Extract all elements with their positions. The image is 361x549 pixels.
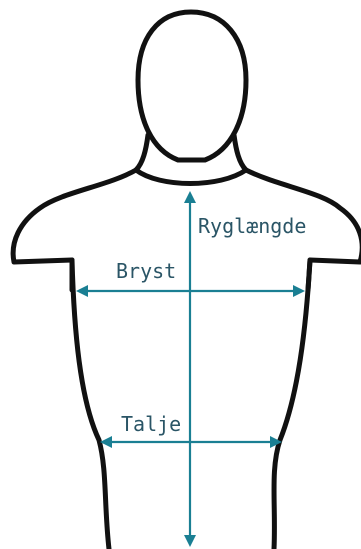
chest-label: Bryst [116, 259, 176, 283]
waist-label: Talje [121, 412, 181, 436]
back-length-label: Ryglængde [198, 214, 306, 238]
torso-left-outline [13, 170, 136, 549]
head-outline [138, 12, 246, 160]
neckline-outline [136, 170, 246, 184]
back-length-arrow-bottom [184, 535, 196, 547]
chest-arrow-left [76, 285, 88, 297]
back-length-arrow-top [184, 191, 196, 203]
back-length-measurement [184, 191, 196, 547]
right-arm-inner-outline [308, 260, 310, 290]
chest-arrow-right [293, 285, 305, 297]
